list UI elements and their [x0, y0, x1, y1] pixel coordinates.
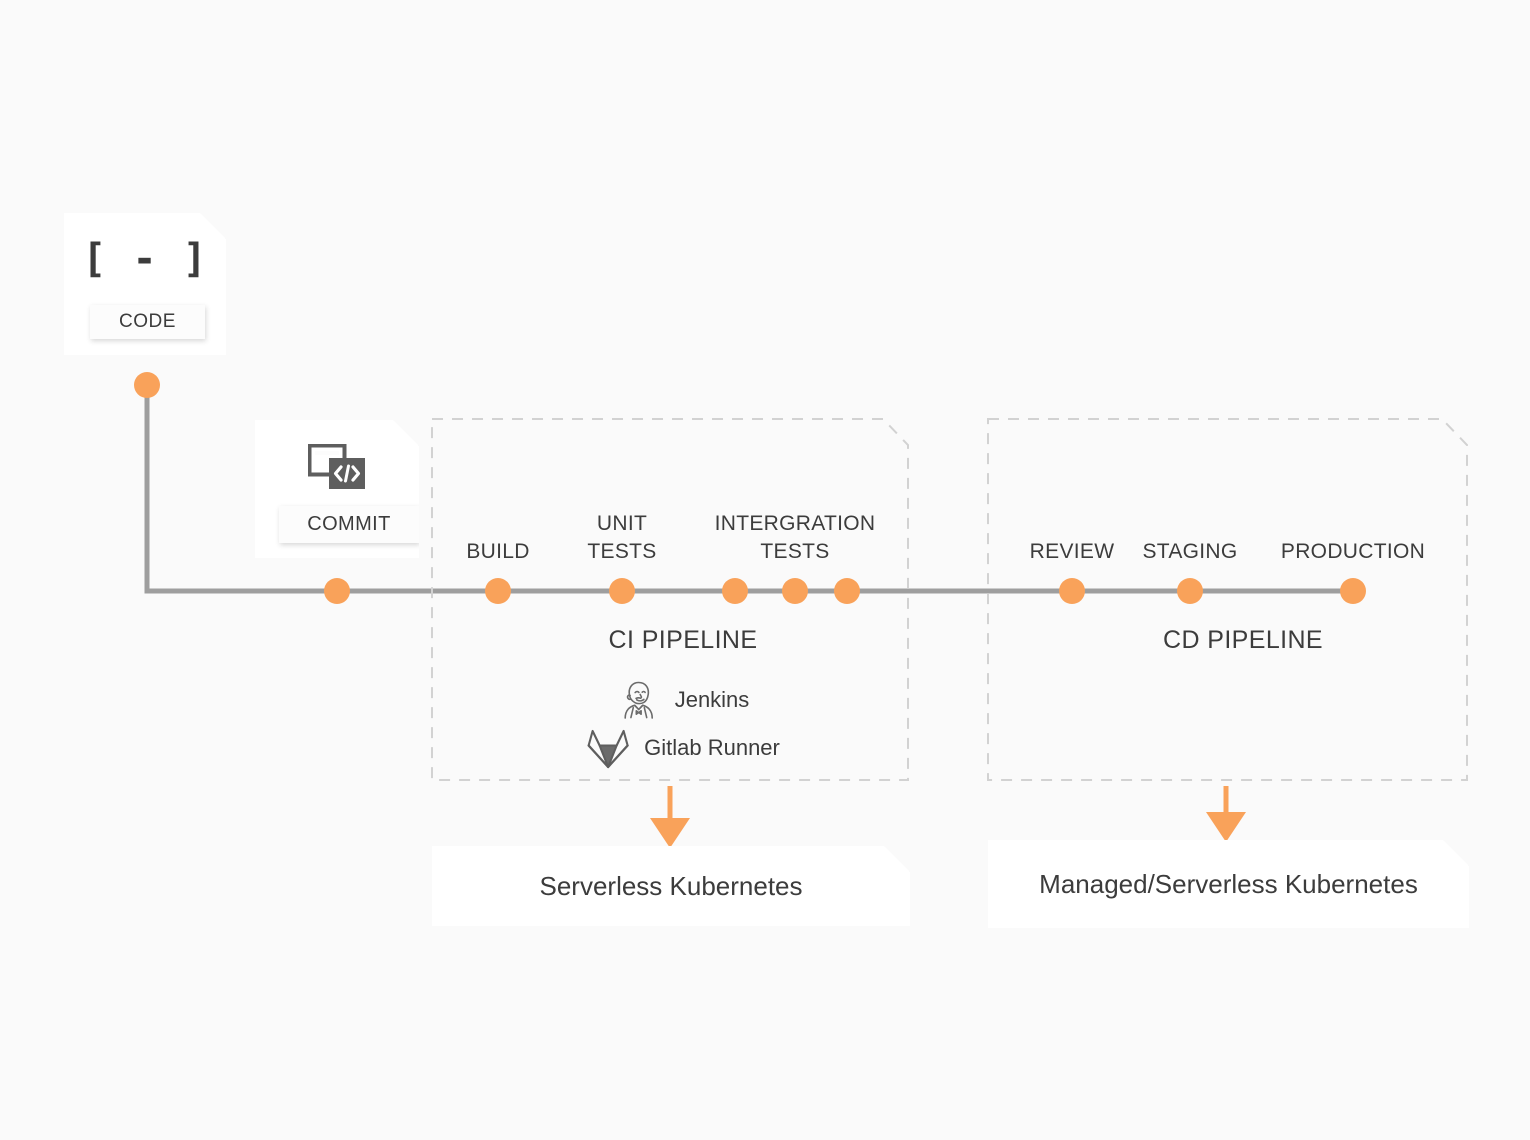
code-brackets-glyph: [ - ]	[82, 236, 208, 282]
ci-pipeline-title: CI PIPELINE	[608, 626, 758, 654]
ci-to-target-arrow	[650, 786, 690, 848]
dot-commit	[324, 578, 350, 604]
cd-target-card[interactable]: Managed/Serverless Kubernetes	[988, 840, 1469, 928]
commit-card[interactable]: COMMIT	[255, 420, 419, 558]
jenkins-icon	[617, 678, 661, 722]
stage-label-build: BUILD	[466, 540, 530, 563]
commit-card-label: COMMIT	[279, 506, 419, 543]
tool-row-gitlab-runner: Gitlab Runner	[586, 726, 780, 770]
stage-label-production: PRODUCTION	[1280, 540, 1426, 563]
cd-to-target-arrow	[1206, 786, 1246, 842]
cd-pipeline-zone	[987, 418, 1468, 781]
cd-pipeline-title: CD PIPELINE	[1162, 626, 1324, 654]
tool-row-jenkins: Jenkins	[617, 678, 750, 722]
stage-label-integration-tests: INTERGRATION TESTS	[714, 512, 876, 563]
ci-target-card[interactable]: Serverless Kubernetes	[432, 846, 910, 926]
code-card[interactable]: [ - ] CODE	[64, 213, 226, 355]
tool-name-jenkins: Jenkins	[674, 687, 750, 712]
stage-label-review: REVIEW	[1029, 540, 1115, 563]
code-card-label: CODE	[90, 305, 205, 339]
gitlab-icon	[586, 726, 630, 770]
tool-name-gitlab-runner: Gitlab Runner	[644, 735, 780, 760]
dot-origin	[134, 372, 160, 398]
stage-label-unit-tests: UNIT TESTS	[587, 512, 657, 563]
stage-label-staging: STAGING	[1142, 540, 1238, 563]
code-window-icon	[255, 444, 419, 494]
